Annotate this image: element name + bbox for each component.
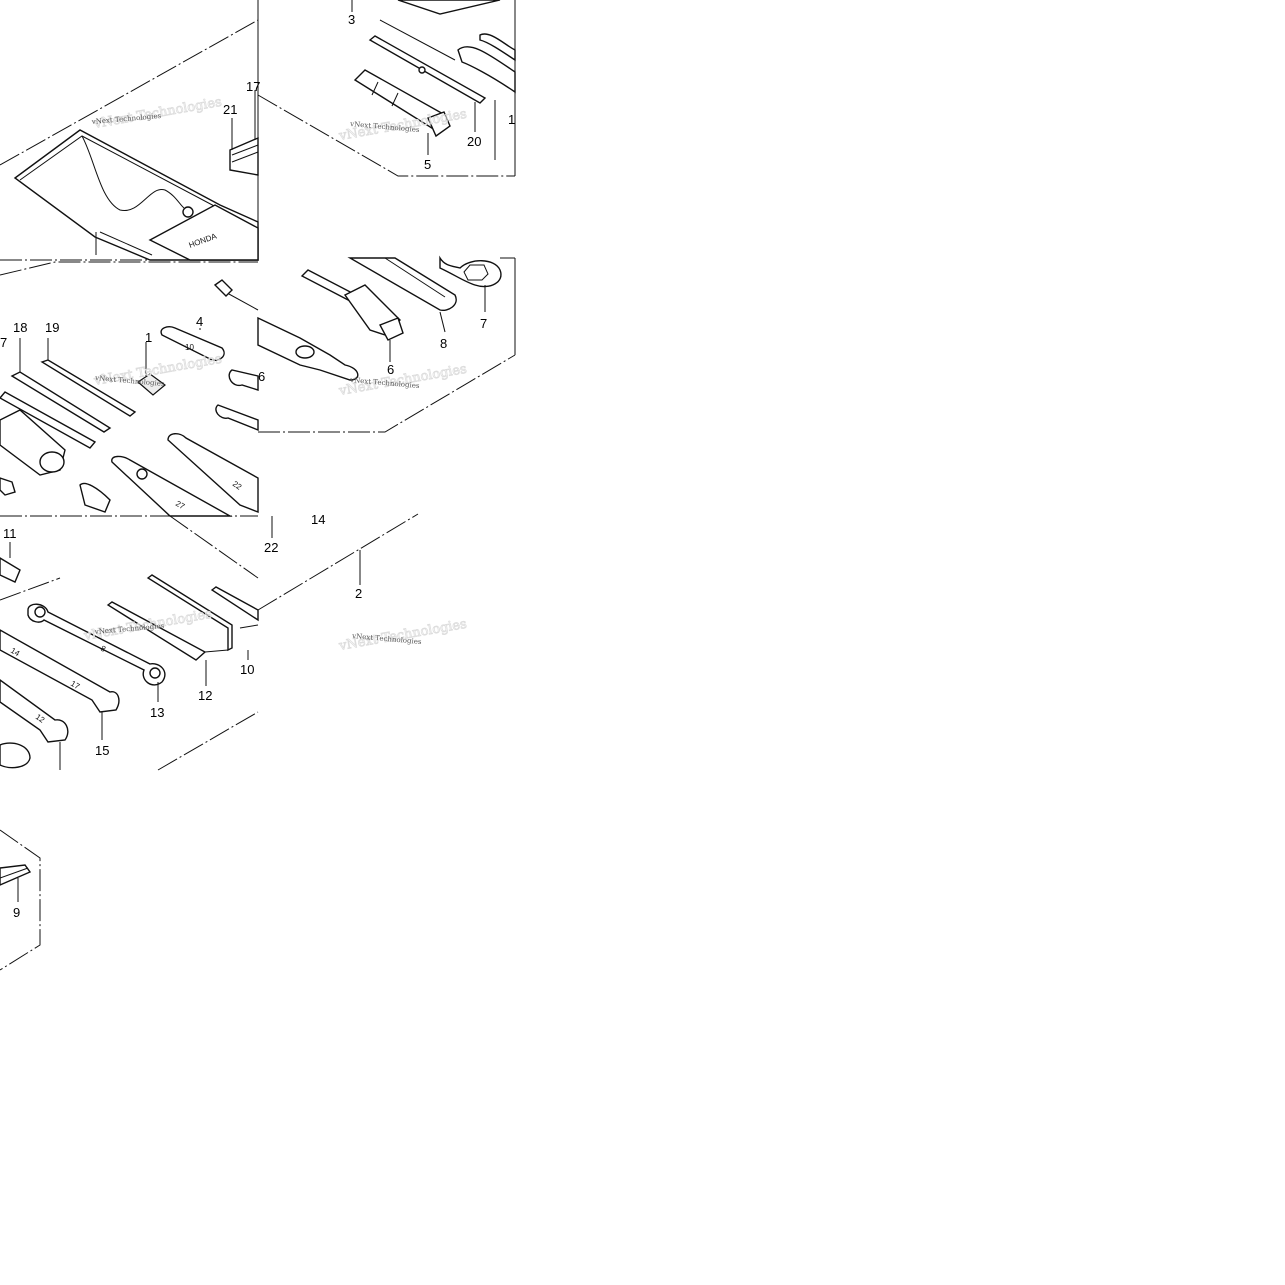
hex-key-small: [0, 864, 32, 886]
callout-4: 4: [196, 314, 203, 329]
callout-16: 1: [508, 112, 515, 127]
pliers-and-socket: [257, 255, 515, 381]
callout-19: 19: [45, 320, 59, 335]
tool-bag: HONDA: [13, 129, 259, 261]
plug-wrench-set: [353, 0, 516, 160]
callout-7-right: 7: [480, 316, 487, 331]
leader-lines: [9, 0, 486, 902]
callout-8: 8: [440, 336, 447, 351]
callout-14: 14: [311, 512, 325, 527]
callout-22: 22: [264, 540, 278, 555]
callout-18: 18: [13, 320, 27, 335]
callout-17-left: 7: [0, 335, 7, 350]
tool-roll-bundle: [229, 90, 259, 176]
callout-17: 17: [246, 79, 260, 94]
callout-20: 20: [467, 134, 481, 149]
panel-frames: [0, 0, 516, 971]
callout-6-pliers: 6: [258, 369, 265, 384]
callout-2: 2: [355, 586, 362, 601]
callout-3: 3: [348, 12, 355, 27]
screwdriver-set: 10 27 22: [0, 279, 259, 517]
wrench-d-text: 8: [99, 644, 108, 654]
callout-10: 10: [240, 662, 254, 677]
callout-numbers: 3 17 21 1 20 5 7 8 6 6 7 18 19 1 4 22 14…: [0, 12, 515, 920]
callout-1: 1: [145, 330, 152, 345]
callout-21: 21: [223, 102, 237, 117]
callout-12: 12: [198, 688, 212, 703]
callout-5: 5: [424, 157, 431, 172]
callout-6-socket: 6: [387, 362, 394, 377]
plate-mark-text: 10: [185, 343, 194, 352]
callout-13: 13: [150, 705, 164, 720]
callout-11: 11: [3, 526, 17, 541]
callout-9: 9: [13, 905, 20, 920]
wrench-set-lower: 8 17 14 12: [0, 557, 259, 769]
callout-15: 15: [95, 743, 109, 758]
